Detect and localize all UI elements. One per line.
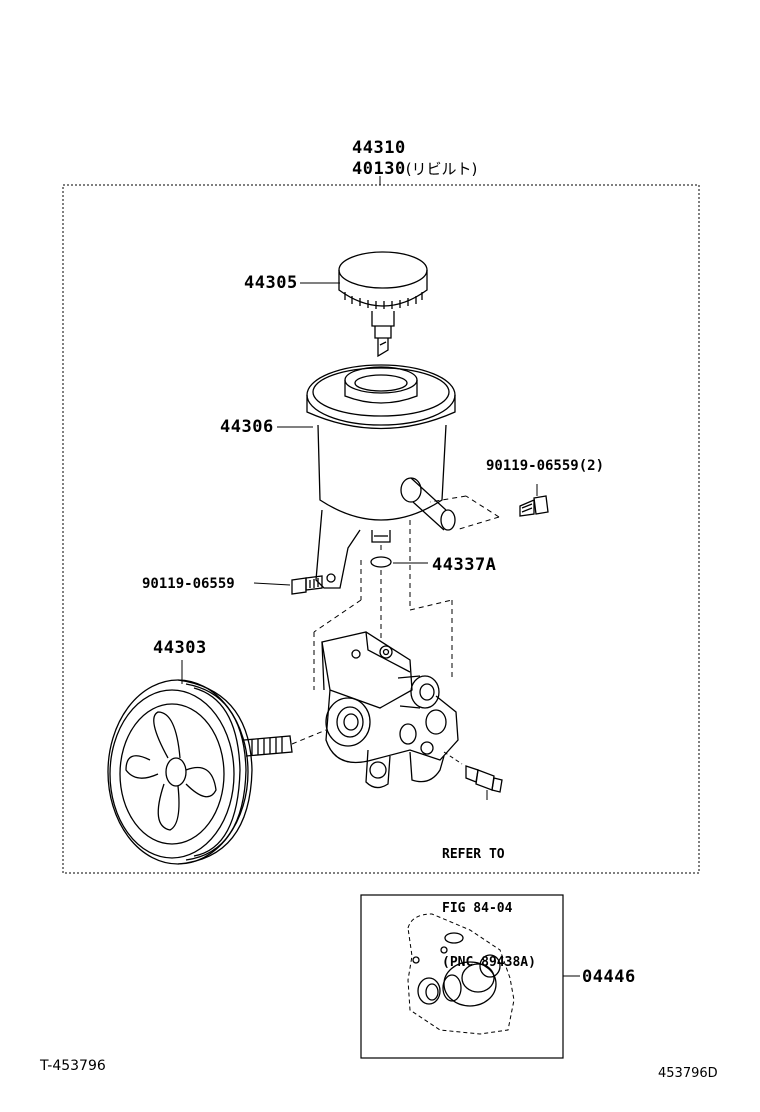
assembly-frame	[62, 184, 700, 874]
reservoir-illustration	[277, 364, 456, 589]
pulley-illustration	[107, 660, 327, 865]
gasket-kit-illustration	[407, 913, 515, 1035]
pulley-part-number: 44303	[153, 638, 207, 658]
rebuilt-note: (リビルト)	[405, 160, 478, 178]
bolt-right-part-number: 90119-06559(2)	[486, 458, 605, 474]
reservoir-cap-illustration	[300, 251, 428, 358]
bolt-right-illustration	[429, 484, 549, 531]
oring-illustration	[370, 556, 428, 568]
reference-line-1: REFER TO	[442, 847, 505, 862]
reservoir-part-number: 44306	[220, 417, 274, 437]
oring-part-number: 44337A	[432, 555, 497, 575]
pump-body-illustration	[321, 631, 459, 789]
bolt-left-part-number: 90119-06559	[142, 576, 235, 592]
bolt-left-illustration	[253, 575, 323, 595]
assembly-part-number: 44310	[352, 138, 406, 158]
reference-line-3: (PNC 89438A)	[442, 955, 536, 970]
gasket-kit-part-number: 04446	[582, 967, 636, 987]
cap-part-number: 44305	[244, 273, 298, 293]
rebuilt-part-number: 40130	[352, 159, 406, 179]
alignment-dashes	[313, 520, 453, 690]
rebuilt-part-row: 40130(リビルト)	[352, 158, 477, 179]
footer-left-code: T-453796	[40, 1058, 106, 1074]
footer-right-code: 453796D	[658, 1066, 718, 1081]
reference-note: REFER TO FIG 84-04 (PNC 89438A)	[442, 810, 536, 990]
pressure-switch-illustration	[443, 751, 503, 800]
reference-line-2: FIG 84-04	[442, 901, 513, 916]
